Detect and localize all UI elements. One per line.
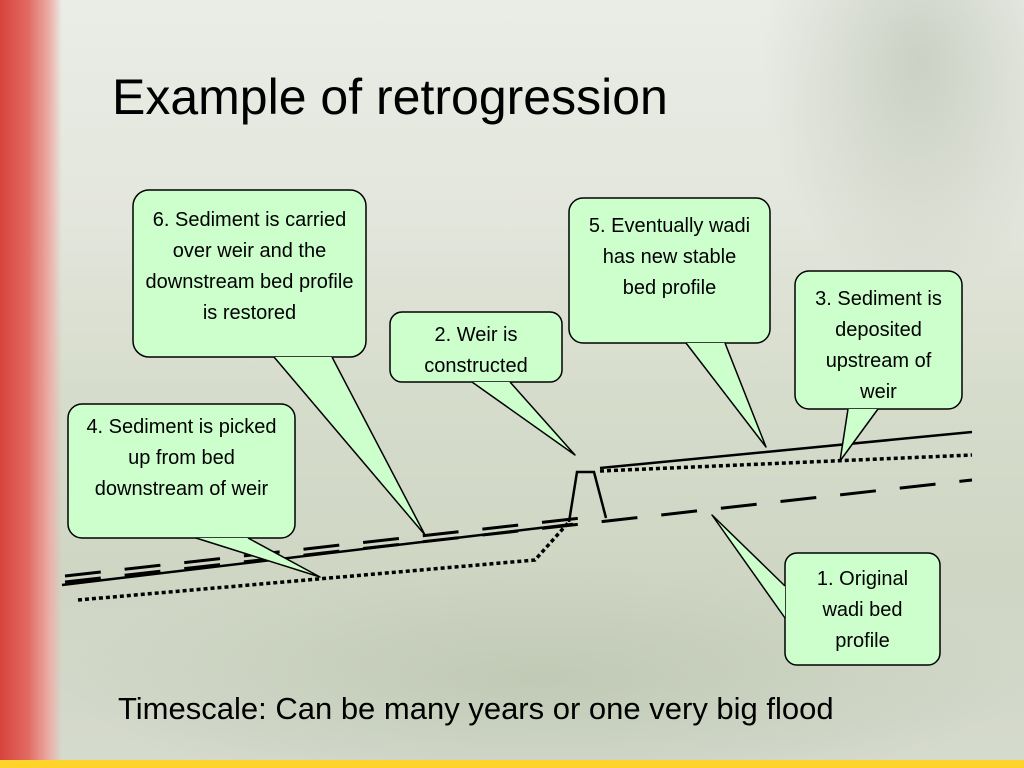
callout-4-shape	[67, 403, 321, 578]
yellow-bottom-band	[0, 760, 1024, 768]
red-side-band	[0, 0, 62, 768]
tree-backdrop	[760, 0, 1024, 300]
eroded-downstream-profile	[77, 521, 570, 602]
callout-3-text: 3. Sediment is deposited upstream of wei…	[815, 288, 942, 403]
timescale-note: Timescale: Can be many years or one very…	[118, 691, 834, 726]
callout-5-text: 5. Eventually wadi has new stable bed pr…	[588, 215, 751, 299]
callout-2-text: 2. Weir is constructed	[424, 324, 528, 377]
callout-1-shape	[711, 514, 941, 666]
callout-6-shape	[132, 189, 426, 536]
callout-1-text: 1. Original wadi bed profile	[816, 568, 909, 652]
callout-2-shape	[389, 311, 576, 456]
upstream-sediment-profile	[599, 453, 973, 473]
slide-title: Example of retrogression	[112, 69, 668, 125]
callout-4-text: 4. Sediment is picked up from bed downst…	[86, 416, 277, 500]
original-bed-profile-offset	[64, 515, 591, 578]
original-bed-profile	[64, 478, 973, 584]
new-stable-profile	[599, 430, 973, 470]
restored-downstream-profile	[61, 522, 574, 587]
callout-6-text: 6. Sediment is carried over weir and the…	[145, 209, 354, 324]
callout-5-shape	[568, 197, 771, 448]
callout-3-shape	[794, 270, 963, 462]
weir	[567, 470, 608, 523]
